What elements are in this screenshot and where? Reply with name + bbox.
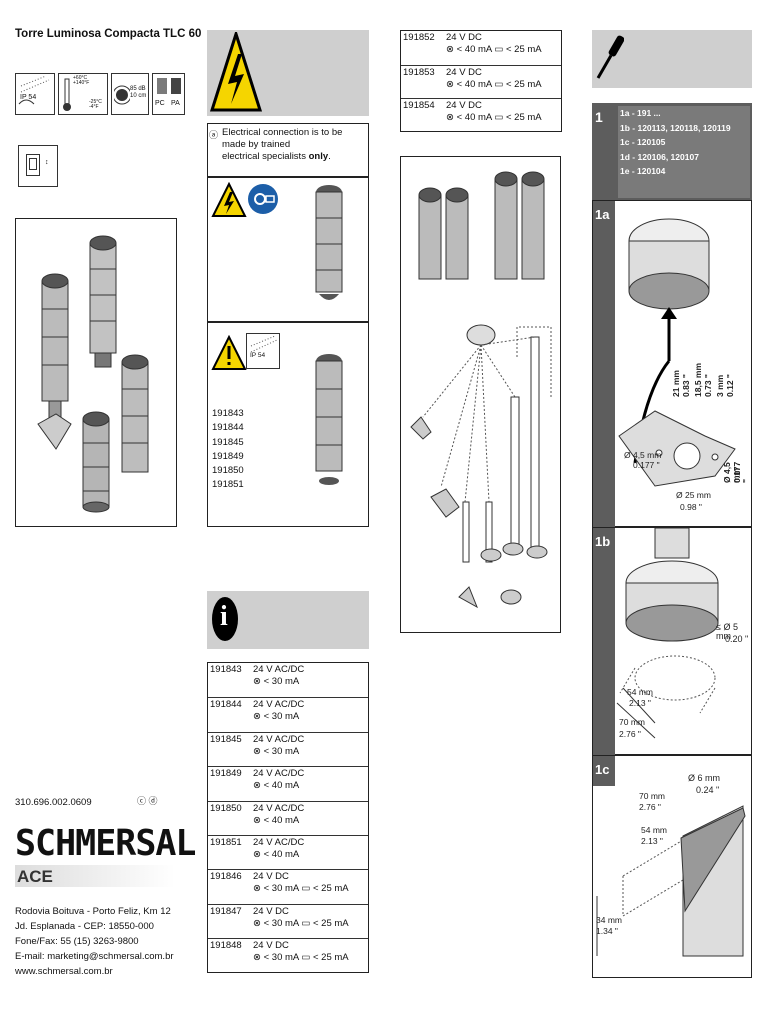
brand-logo: SCHMERSAL <box>15 823 196 864</box>
cell-spec: ⊗ < 40 mA <box>253 780 300 792</box>
document-title: Torre Luminosa Compacta TLC 60 <box>15 28 202 40</box>
cell-spec: ⊗ < 30 mA <box>253 711 300 723</box>
info-header: i <box>207 591 369 649</box>
mounting-accessories-illustration <box>400 156 561 633</box>
cell-volt: 24 V DC <box>253 940 289 952</box>
table-row: 191849 24 V AC/DC⊗ < 40 mA <box>208 766 368 800</box>
disconnect-power-step <box>207 177 369 322</box>
tool-header <box>592 30 752 88</box>
cell-spec: ⊗ < 30 mA ▭ < 25 mA <box>253 917 349 929</box>
sub-brand-band: ACE <box>15 865 175 887</box>
mounting-step-header: 1 1a - 191 ...1b - 120113, 120118, 12011… <box>592 103 752 200</box>
table-row: 191843 24 V AC/DC⊗ < 30 mA <box>208 663 368 697</box>
cell-volt: 24 V DC <box>446 100 482 112</box>
cell-volt: 24 V DC <box>446 66 482 78</box>
cell-spec: ⊗ < 40 mA <box>253 849 300 860</box>
cell-code: 191854 <box>403 100 435 112</box>
website-link[interactable]: www.schmersal.com.br <box>15 966 113 977</box>
table-row: 191852 24 V DC⊗ < 40 mA ▭ < 25 mA <box>401 31 561 65</box>
cell-spec: ⊗ < 30 mA <box>253 745 300 757</box>
cell-spec: ⊗ < 30 mA ▭ < 25 mA <box>253 952 349 964</box>
warning-note: ⓐ Electrical connection is to be made by… <box>207 123 369 177</box>
cell-volt: 24 V AC/DC <box>253 837 305 848</box>
mounting-1c-panel: 1c Ø 6 mm 0.24 " 70 mm 2.76 " 54 mm 2.13… <box>592 755 752 978</box>
cell-volt: 24 V DC <box>446 32 482 43</box>
cell-code: 191849 <box>210 768 242 780</box>
table-row: 191853 24 V DC⊗ < 40 mA ▭ < 25 mA <box>401 64 561 99</box>
table-row: 191845 24 V AC/DC⊗ < 30 mA <box>208 731 368 766</box>
email-link[interactable]: E-mail: marketing@schmersal.com.br <box>15 951 174 962</box>
cell-spec: ⊗ < 40 mA ▭ < 25 mA <box>446 112 542 124</box>
cell-code: 191848 <box>210 940 242 952</box>
ip54-icon: IP 54 <box>246 333 280 369</box>
table-row: 191851 24 V AC/DC⊗ < 40 mA <box>208 835 368 869</box>
table-row: 191848 24 V DC⊗ < 30 mA ▭ < 25 mA <box>208 938 368 972</box>
table-row: 191844 24 V AC/DC⊗ < 30 mA <box>208 697 368 731</box>
cell-volt: 24 V DC <box>253 871 289 883</box>
cell-code: 191843 <box>210 664 242 675</box>
disconnect-plug-icon <box>248 184 278 214</box>
certification-marks-icon: ⓒ ⓓ <box>137 796 158 806</box>
warning-header <box>207 30 369 116</box>
material-icon: PC PA <box>152 73 185 115</box>
electrician-icon: ⓐ <box>209 130 219 140</box>
cell-volt: 24 V AC/DC <box>253 768 305 780</box>
info-icon: i <box>212 597 238 641</box>
cell-volt: 24 V AC/DC <box>253 802 305 814</box>
cell-code: 191850 <box>210 802 242 814</box>
step-number: 1 <box>595 109 603 125</box>
temperature-icon: +60°C +140°F -25°C -4°F <box>58 73 108 115</box>
mounting-1b-panel: 1b ≤ Ø 5 mm 0.20 " 54 mm 2.13 " 70 mm 2.… <box>592 527 752 756</box>
high-voltage-warning-icon <box>210 32 262 112</box>
document-number: 310.696.002.0609 <box>15 797 92 808</box>
ip-rating-icon: IP 54 <box>15 73 55 115</box>
cell-code: 191853 <box>403 66 435 78</box>
address-block: Rodovia Boituva - Porto Feliz, Km 12 Jd.… <box>15 906 174 977</box>
cell-code: 191851 <box>210 837 242 848</box>
sound-level-icon: 85 dB 10 cm <box>111 73 149 115</box>
table-row: 191846 24 V DC⊗ < 30 mA ▭ < 25 mA <box>208 869 368 903</box>
cell-spec: ⊗ < 40 mA ▭ < 25 mA <box>446 44 542 55</box>
cell-code: 191852 <box>403 32 435 43</box>
cell-code: 191846 <box>210 871 242 883</box>
caution-warning-icon <box>211 335 247 370</box>
cell-code: 191844 <box>210 699 242 711</box>
spec-icons-row: IP 54 +60°C +140°F -25°C -4°F 85 dB 10 c… <box>15 73 185 117</box>
cell-volt: 24 V AC/DC <box>253 733 305 745</box>
cell-volt: 24 V AC/DC <box>253 699 305 711</box>
table-row: 191847 24 V DC⊗ < 30 mA ▭ < 25 mA <box>208 903 368 938</box>
cell-code: 191847 <box>210 905 242 917</box>
mounting-1a-panel: 1a Ø 4,5 mm 0.177 " Ø 25 mm 0.98 " 21 mm… <box>592 200 752 528</box>
high-voltage-small-icon <box>211 182 247 217</box>
cell-code: 191845 <box>210 733 242 745</box>
cell-volt: 24 V AC/DC <box>253 664 305 675</box>
cell-spec: ⊗ < 30 mA ▭ < 25 mA <box>253 883 349 895</box>
table-row: 191854 24 V DC⊗ < 40 mA ▭ < 25 mA <box>401 98 561 132</box>
product-illustration <box>15 218 177 527</box>
cell-spec: ⊗ < 40 mA ▭ < 25 mA <box>446 78 542 90</box>
cell-spec: ⊗ < 40 mA <box>253 814 300 826</box>
screwdriver-icon <box>596 35 624 79</box>
table-row: 191850 24 V AC/DC⊗ < 40 mA <box>208 800 368 835</box>
cell-volt: 24 V DC <box>253 905 289 917</box>
double-insulation-icon: ↕ <box>18 145 58 187</box>
cell-spec: ⊗ < 30 mA <box>253 676 300 687</box>
